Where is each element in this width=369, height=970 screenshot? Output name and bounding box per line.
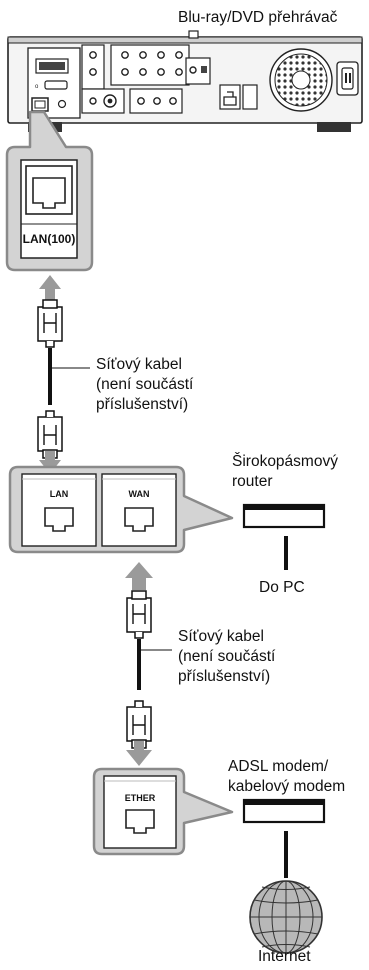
to-pc-label: Do PC	[259, 579, 305, 596]
cable-1-label-line2: (není součástí	[96, 376, 194, 393]
cable-2-label: Síťový kabel (není součástí příslušenstv…	[178, 627, 275, 687]
modem-box-icon	[242, 798, 326, 878]
router-label: Širokopásmový router	[232, 452, 338, 492]
cable-2-label-line1: Síťový kabel	[178, 628, 264, 645]
modem-label-line2: kabelový modem	[228, 778, 346, 795]
router-box-icon	[242, 503, 326, 570]
player-label: Blu-ray/DVD přehrávač	[178, 9, 338, 26]
router-label-line2: router	[232, 473, 273, 490]
cable-2-label-line3: příslušenství)	[178, 668, 271, 685]
modem-label: ADSL modem/ kabelový modem	[228, 757, 345, 797]
lan100-callout	[5, 110, 94, 272]
modem-label-line1: ADSL modem/	[228, 758, 329, 775]
globe-icon	[249, 880, 323, 954]
router-wan-port-label: WAN	[129, 489, 150, 499]
cable2-plug-top-icon	[126, 590, 152, 639]
svg-text:o: o	[35, 84, 39, 90]
cable-1-label-line1: Síťový kabel	[96, 356, 182, 373]
lan100-label: LAN(100)	[23, 232, 76, 246]
network-cable-1	[37, 275, 90, 474]
cable-1-label-line3: příslušenství)	[96, 396, 189, 413]
cable-2-label-line2: (není součástí	[178, 648, 276, 665]
network-cable-2	[125, 562, 172, 766]
cable2-plug-bottom-icon	[126, 700, 152, 749]
cable-1-label: Síťový kabel (není součástí příslušenstv…	[96, 355, 193, 415]
modem-port-label: ETHER	[125, 793, 156, 803]
cable-plug-bottom-icon	[37, 410, 63, 459]
modem-callout: ETHER	[92, 767, 234, 856]
router-lan-port-label: LAN	[50, 489, 69, 499]
internet-label: Internet	[258, 948, 311, 965]
player-device: o	[7, 30, 363, 132]
router-label-line1: Širokopásmový	[232, 453, 338, 470]
router-callout: LAN WAN	[8, 465, 234, 554]
cable-plug-top-icon	[37, 299, 63, 348]
